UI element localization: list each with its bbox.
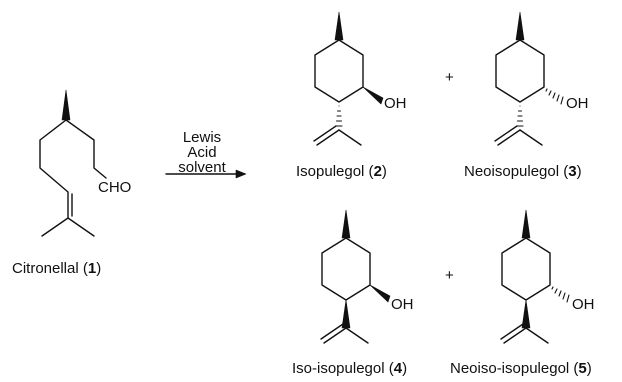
isopulegol-structure: [313, 11, 384, 146]
condition-acid: Acid: [187, 144, 216, 161]
condition-lewis: Lewis: [183, 129, 221, 146]
neoiso-isopulegol-structure: [500, 209, 570, 344]
oh-label-5: OH: [572, 296, 595, 313]
plus-sign-bottom: +: [445, 267, 454, 284]
oh-label-2: OH: [384, 95, 407, 112]
reaction-arrow: [165, 169, 247, 179]
condition-solvent: solvent: [178, 159, 226, 176]
citronellal-label: Citronellal (1): [12, 260, 101, 277]
iso-isopulegol-structure: [320, 209, 391, 344]
iso-isopulegol-label: Iso-isopulegol (4): [292, 360, 407, 377]
neoiso-isopulegol-label: Neoiso-isopulegol (5): [450, 360, 592, 377]
neoisopulegol-label: Neoisopulegol (3): [464, 163, 582, 180]
citronellal-structure: CHO: [39, 89, 131, 237]
isopulegol-label: Isopulegol (2): [296, 163, 387, 180]
plus-sign-top: +: [445, 69, 454, 86]
oh-label-3: OH: [566, 95, 589, 112]
neoisopulegol-structure: [494, 11, 564, 146]
aldehyde-label: CHO: [98, 179, 131, 196]
oh-label-4: OH: [391, 296, 414, 313]
